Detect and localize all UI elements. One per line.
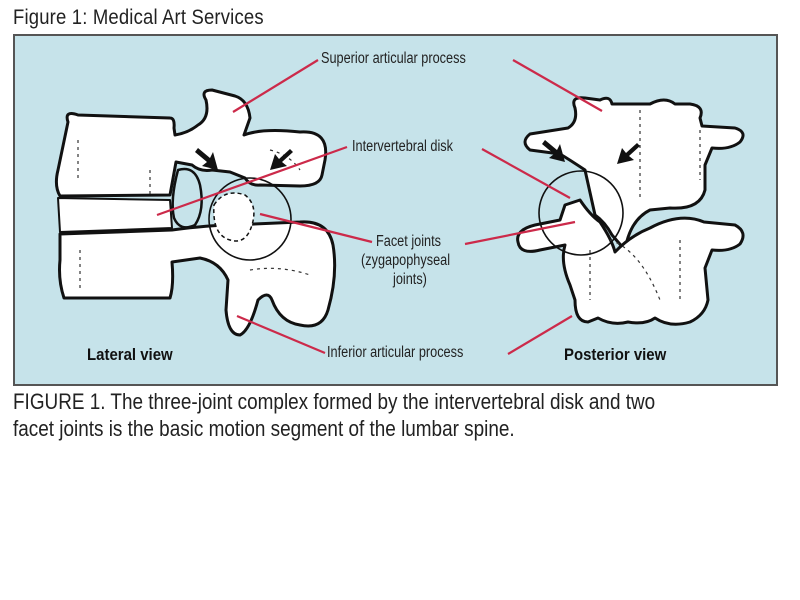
leader-disk-posterior — [481, 148, 571, 199]
label-inferior-articular-process: Inferior articular process — [327, 344, 464, 361]
lateral-arrow-right-icon — [270, 149, 293, 170]
lateral-vertebrae — [54, 88, 337, 337]
posterior-view-label: Posterior view — [564, 345, 667, 364]
posterior-lower-vertebra — [516, 198, 745, 326]
lateral-sketch-lines — [77, 140, 311, 290]
lateral-view-label: Lateral view — [87, 345, 173, 364]
posterior-facet-circle — [538, 170, 624, 256]
lateral-arrow-left-icon — [195, 148, 218, 170]
label-intervertebral-disk: Intervertebral disk — [352, 138, 454, 155]
leader-facet-lateral — [259, 212, 373, 244]
label-facet-joints: Facet joints — [376, 233, 441, 250]
figure-caption: FIGURE 1. The three-joint complex formed… — [13, 388, 655, 442]
lateral-facet-circle — [208, 177, 292, 261]
label-facet-joints-sub2: joints) — [393, 271, 427, 288]
leader-lines — [156, 59, 603, 355]
leader-inferior-posterior — [507, 315, 573, 355]
intervertebral-foramen — [171, 167, 203, 229]
caption-line-2: facet joints is the basic motion segment… — [13, 416, 515, 441]
posterior-arrow-left-icon — [542, 140, 565, 162]
figure-title: Figure 1: Medical Art Services — [13, 6, 264, 29]
posterior-sketch-lines — [589, 110, 701, 301]
label-superior-articular-process: Superior articular process — [321, 50, 466, 67]
posterior-arrow-right-icon — [617, 143, 640, 164]
leader-disk-lateral — [156, 145, 348, 217]
label-facet-joints-sub1: (zygapophyseal — [361, 252, 451, 269]
leader-superior-posterior — [512, 59, 603, 112]
upper-vertebral-body — [54, 88, 328, 198]
lateral-disk — [57, 197, 173, 233]
caption-line-1: FIGURE 1. The three-joint complex formed… — [13, 389, 656, 414]
leader-facet-posterior — [464, 220, 576, 246]
leader-superior-lateral — [232, 59, 319, 113]
lower-vertebral-body — [58, 220, 337, 337]
lateral-facet — [213, 192, 255, 242]
leader-inferior-lateral — [236, 314, 326, 355]
posterior-vertebrae — [516, 96, 745, 326]
